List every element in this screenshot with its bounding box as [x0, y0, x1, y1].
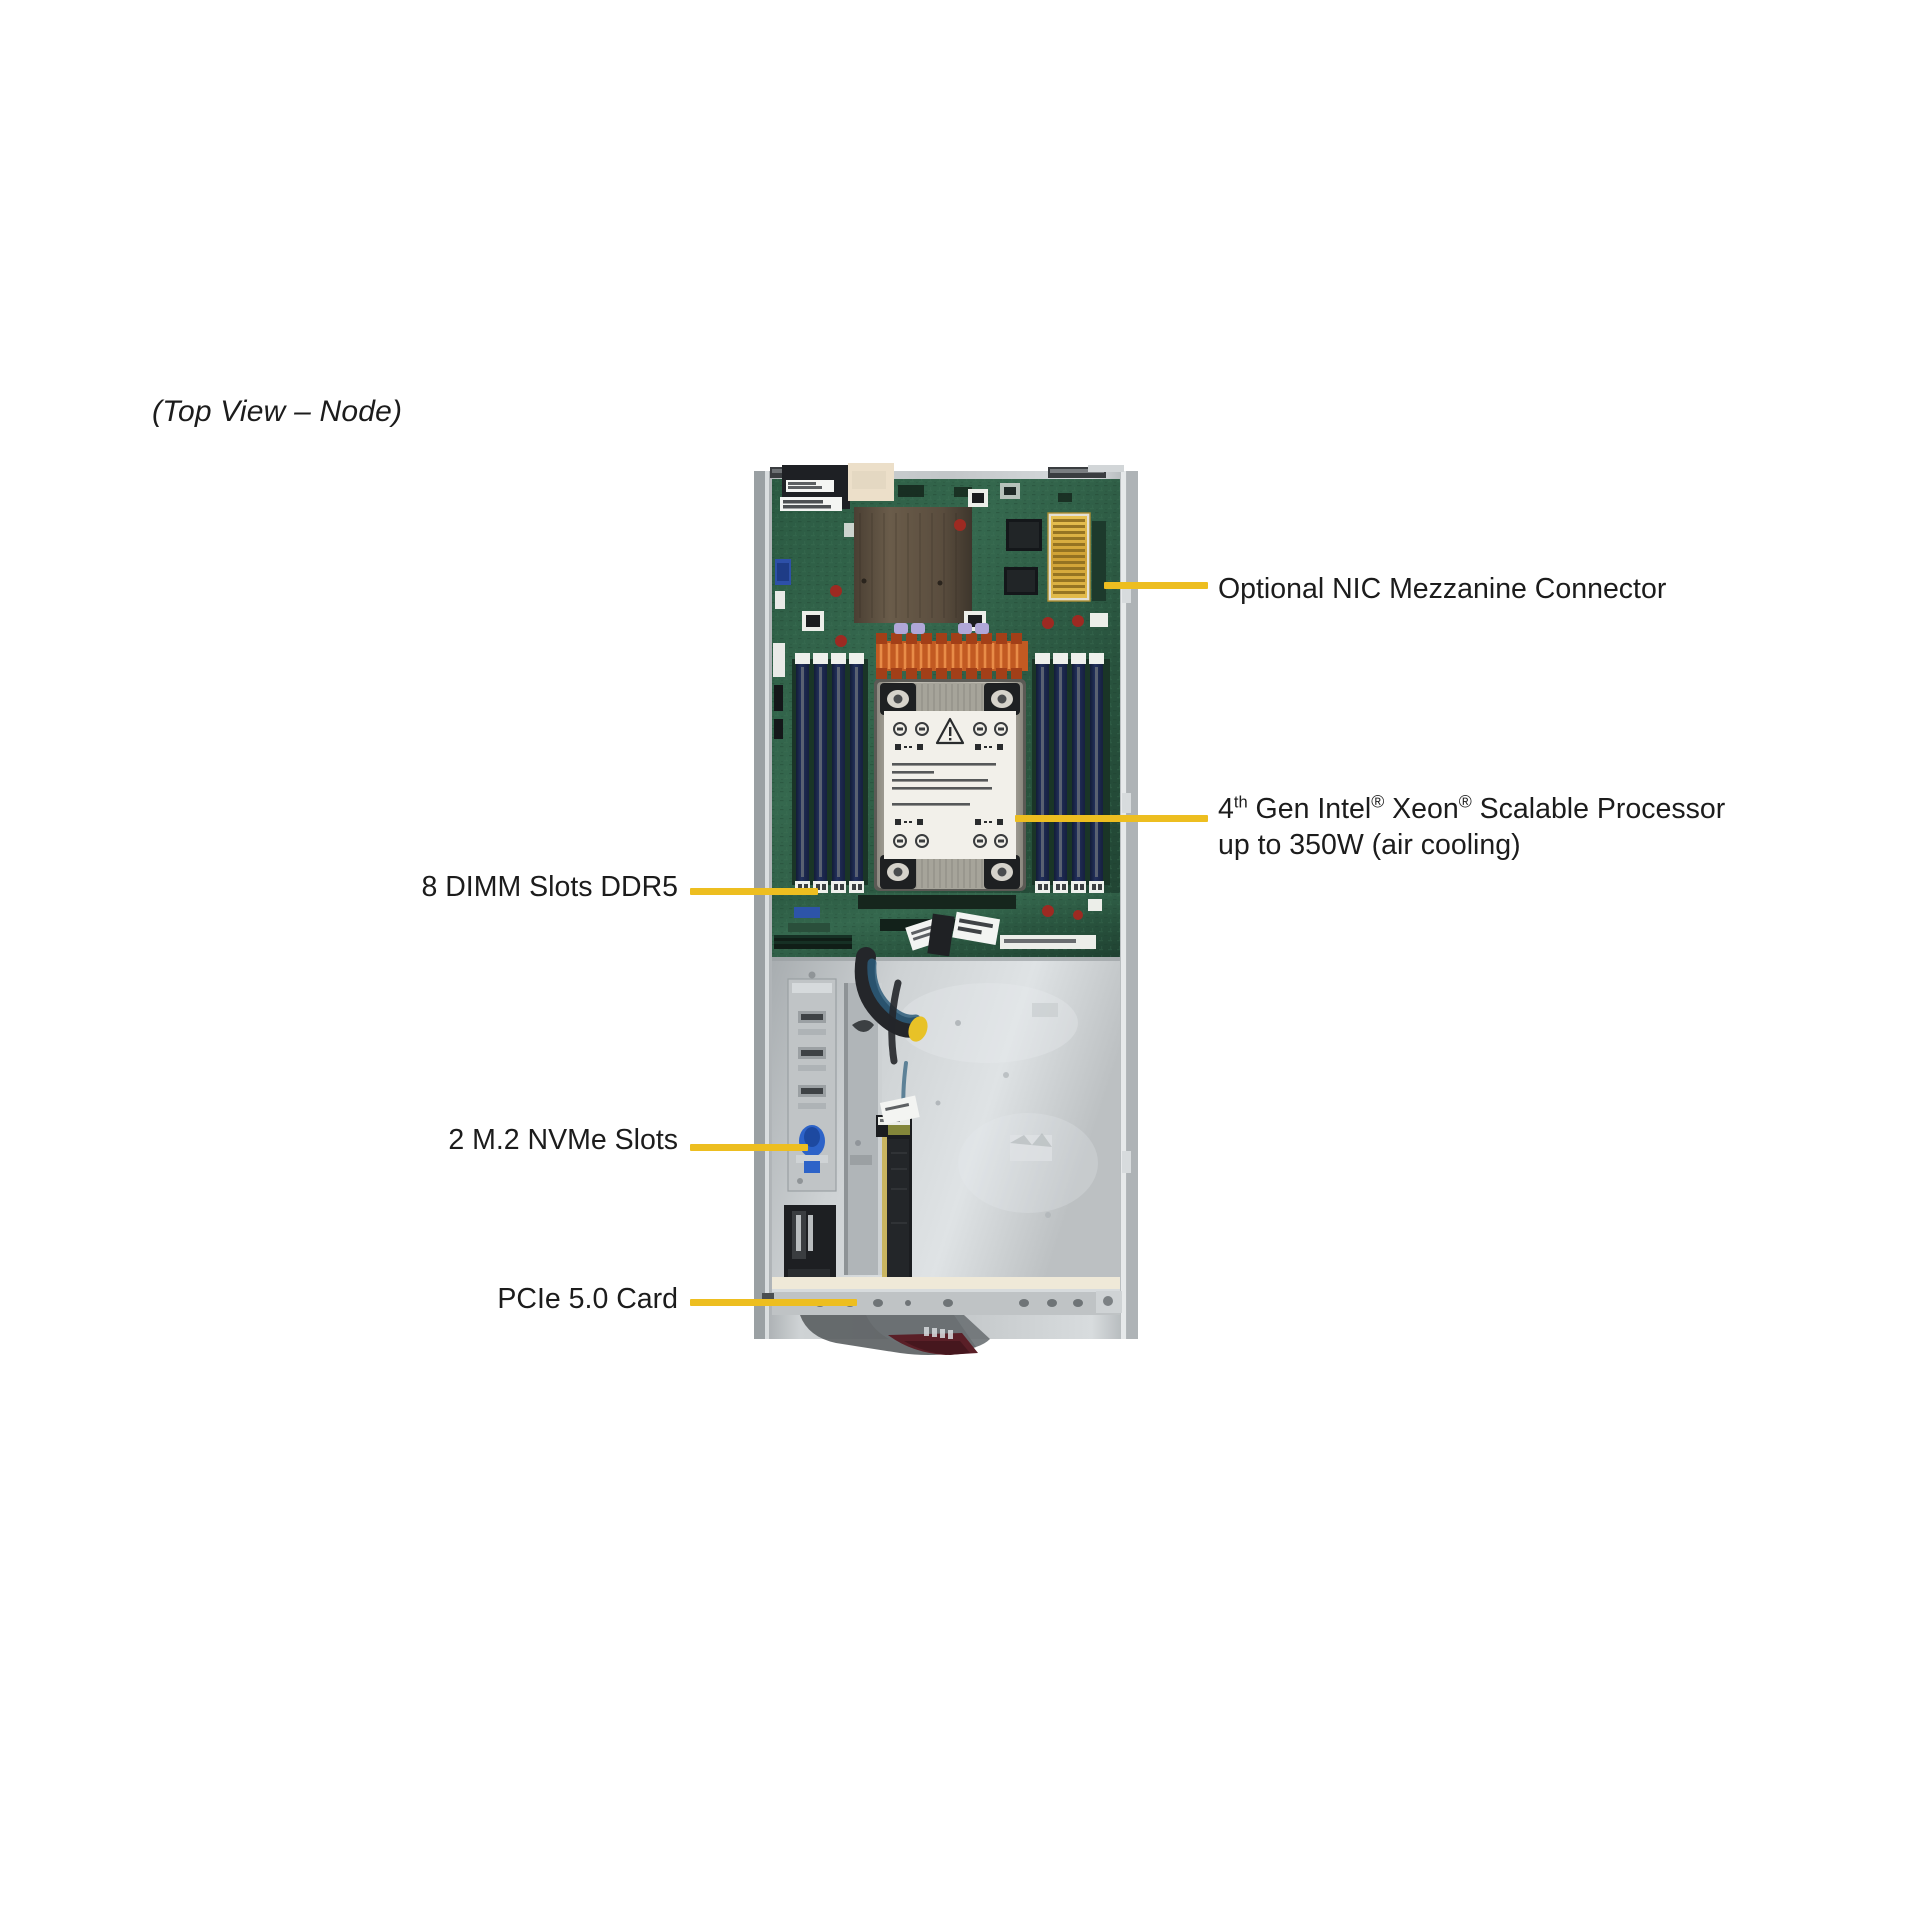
motherboard [772, 463, 1120, 957]
tray-divider-wall [844, 983, 882, 1275]
leader-line-dimm [690, 888, 818, 895]
cpu-brand-xeon: Xeon [1384, 793, 1459, 825]
cpu-label-line1: 4th Gen Intel® Xeon® Scalable Processor [1218, 793, 1725, 825]
cpu-gen-ordinal: th [1233, 792, 1248, 812]
rear-cable-tail [800, 1315, 990, 1355]
bottom-left-module [784, 1205, 836, 1285]
callout-label-m2-slots: 2 M.2 NVMe Slots [448, 1124, 678, 1156]
m2-slot-2 [798, 1047, 826, 1071]
cable-harness [854, 911, 1001, 1125]
cpu-heatsink [874, 679, 1026, 891]
callout-label-cpu: 4th Gen Intel® Xeon® Scalable Processor … [1218, 791, 1838, 863]
view-title: (Top View – Node) [152, 395, 403, 428]
leader-line-cpu [1015, 815, 1208, 822]
cpu-family: Scalable Processor [1471, 793, 1726, 825]
callout-label-nic-mezzanine: Optional NIC Mezzanine Connector [1218, 573, 1667, 605]
m2-nvme-bracket [787, 971, 837, 1192]
cpu-gen-number: 4 [1218, 793, 1234, 825]
callout-label-dimm-slots: 8 DIMM Slots DDR5 [421, 871, 678, 903]
registered-mark-intel: ® [1371, 791, 1385, 812]
server-node-photo [748, 463, 1144, 1368]
callout-label-pcie-card: PCIe 5.0 Card [497, 1283, 678, 1315]
cpu-brand-intel: Gen Intel [1247, 793, 1372, 825]
heatsink-mount-pads [880, 683, 1020, 889]
leader-line-m2 [690, 1144, 808, 1151]
dimm-bank-right [1032, 653, 1110, 893]
lower-chassis-tray [772, 911, 1120, 1295]
vrm-power-stage [876, 623, 1028, 679]
node-illustration [754, 463, 1138, 1355]
dimm-bank-left [792, 653, 868, 893]
heatsink-instruction-text [892, 763, 996, 806]
component-shroud [854, 507, 972, 623]
heatsink-instruction-label [884, 711, 1016, 859]
leader-line-nic [1104, 582, 1208, 589]
front-bracket [762, 1277, 1122, 1315]
dimm-latches-top [795, 653, 864, 664]
m2-slot-1 [798, 1011, 826, 1035]
registered-mark-xeon: ® [1458, 791, 1472, 812]
cpu-label-line2: up to 350W (air cooling) [1218, 829, 1521, 861]
nic-mezzanine-connector [1047, 512, 1091, 602]
leader-line-pcie [690, 1299, 857, 1306]
